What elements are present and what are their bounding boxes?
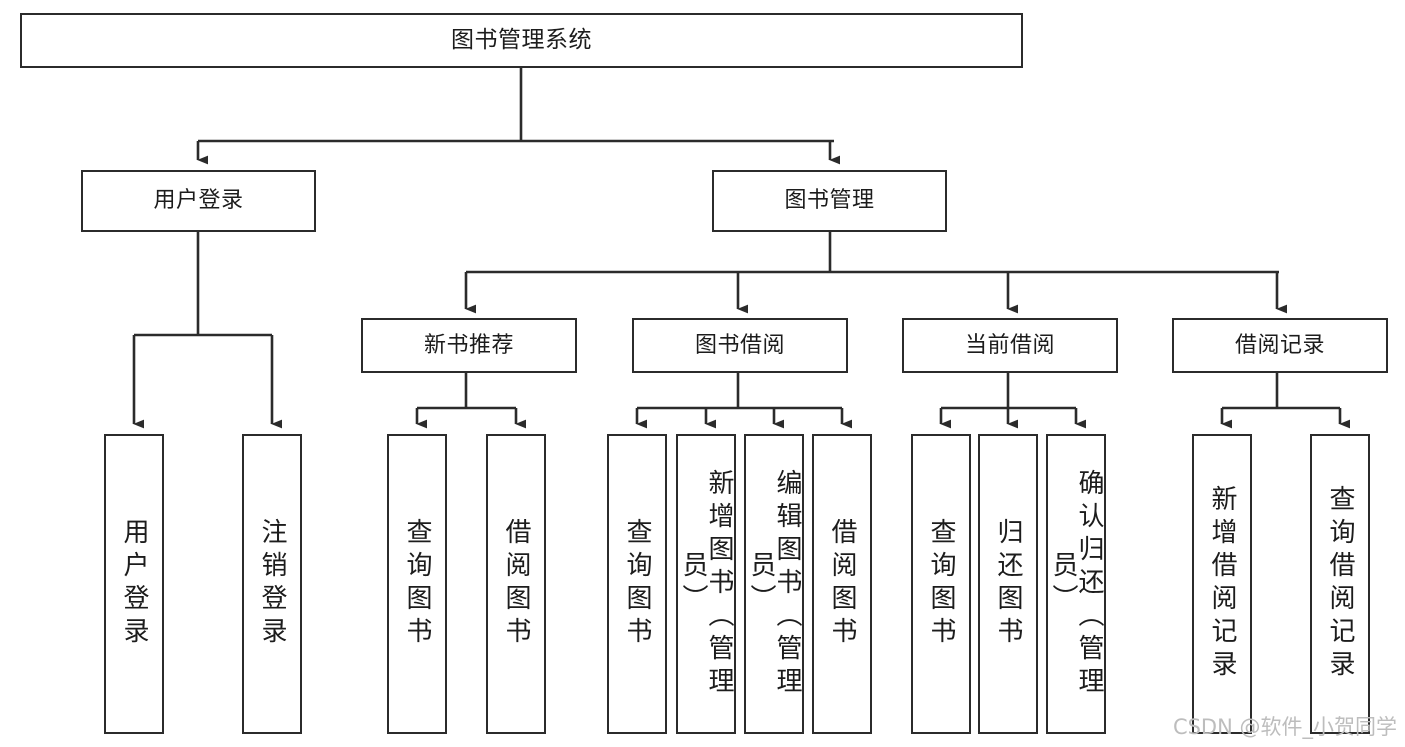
leaf-recommend-borrow-book-label: 借阅图书	[501, 518, 531, 650]
leaf-user-login[interactable]: 用户登录	[104, 434, 164, 734]
node-new-book-recommend[interactable]: 新书推荐	[361, 318, 577, 373]
csdn-watermark: CSDN @软件_小贺同学	[1172, 715, 1397, 739]
leaf-current-return-book-label: 归还图书	[993, 518, 1023, 650]
leaf-user-login-label: 用户登录	[119, 518, 149, 650]
leaf-recommend-borrow-book[interactable]: 借阅图书	[486, 434, 546, 734]
leaf-borrow-edit-book-label: 编辑图书（管理员）	[746, 468, 802, 700]
leaf-record-add[interactable]: 新增借阅记录	[1192, 434, 1252, 734]
leaf-current-confirm-return-label: 确认归还（管理员）	[1048, 468, 1104, 700]
node-root-label: 图书管理系统	[451, 26, 592, 53]
leaf-record-query[interactable]: 查询借阅记录	[1310, 434, 1370, 734]
node-current-borrow[interactable]: 当前借阅	[902, 318, 1118, 373]
node-current-borrow-label: 当前借阅	[964, 332, 1055, 358]
node-new-book-recommend-label: 新书推荐	[423, 332, 514, 358]
node-user-login-label: 用户登录	[153, 188, 244, 214]
leaf-borrow-borrow-book-label: 借阅图书	[827, 518, 857, 650]
leaf-recommend-query-book[interactable]: 查询图书	[387, 434, 447, 734]
leaf-borrow-query-book[interactable]: 查询图书	[607, 434, 667, 734]
leaf-current-query-book[interactable]: 查询图书	[911, 434, 971, 734]
node-user-login[interactable]: 用户登录	[81, 170, 316, 232]
leaf-borrow-query-book-label: 查询图书	[622, 518, 652, 650]
leaf-logout[interactable]: 注销登录	[242, 434, 302, 734]
leaf-current-return-book[interactable]: 归还图书	[978, 434, 1038, 734]
node-borrow-record-label: 借阅记录	[1234, 332, 1325, 358]
leaf-record-add-label: 新增借阅记录	[1207, 485, 1237, 683]
leaf-current-query-book-label: 查询图书	[926, 518, 956, 650]
leaf-borrow-edit-book[interactable]: 编辑图书（管理员）	[744, 434, 804, 734]
node-book-borrow[interactable]: 图书借阅	[632, 318, 848, 373]
node-root[interactable]: 图书管理系统	[20, 13, 1023, 68]
leaf-borrow-add-book[interactable]: 新增图书（管理员）	[676, 434, 736, 734]
leaf-borrow-borrow-book[interactable]: 借阅图书	[812, 434, 872, 734]
leaf-logout-label: 注销登录	[257, 518, 287, 650]
node-book-management[interactable]: 图书管理	[712, 170, 947, 232]
leaf-recommend-query-book-label: 查询图书	[402, 518, 432, 650]
node-book-management-label: 图书管理	[784, 188, 875, 214]
node-book-borrow-label: 图书借阅	[694, 332, 785, 358]
leaf-borrow-add-book-label: 新增图书（管理员）	[678, 468, 734, 700]
leaf-record-query-label: 查询借阅记录	[1325, 485, 1355, 683]
node-borrow-record[interactable]: 借阅记录	[1172, 318, 1388, 373]
leaf-current-confirm-return[interactable]: 确认归还（管理员）	[1046, 434, 1106, 734]
